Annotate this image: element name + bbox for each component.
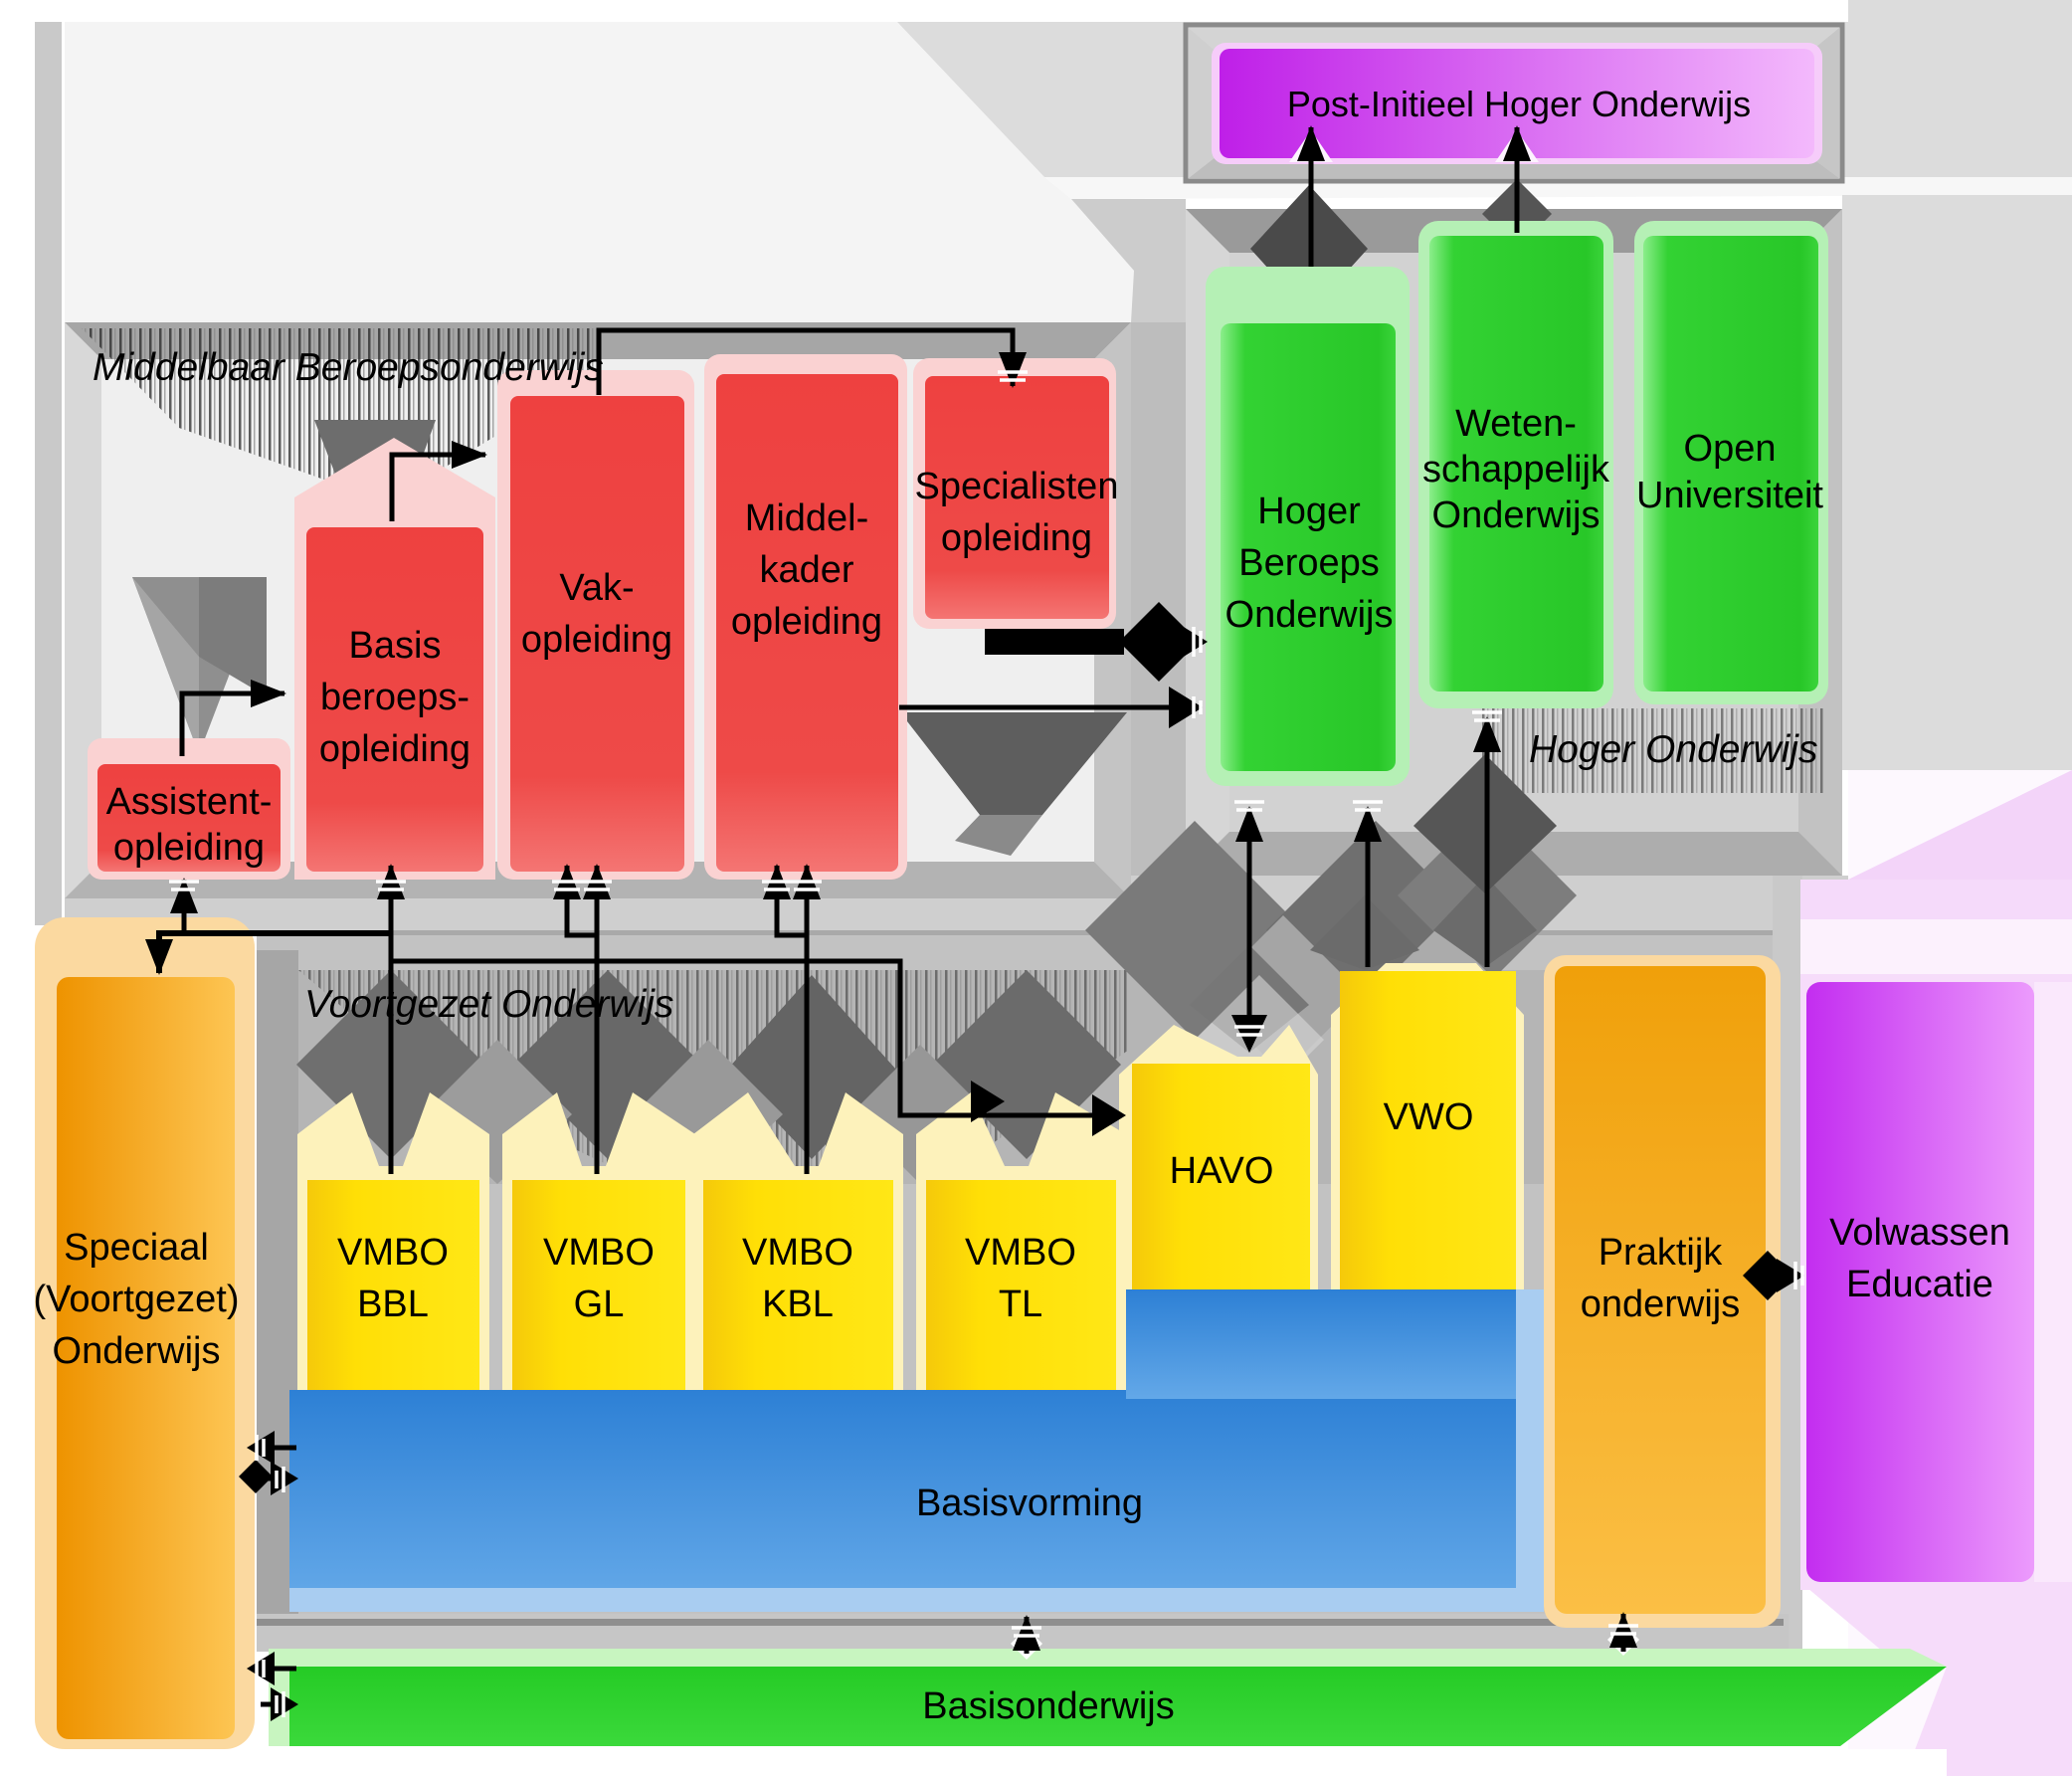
svg-text:GL: GL [574,1283,625,1325]
svg-text:opleiding: opleiding [521,619,672,661]
svg-text:Basisvorming: Basisvorming [916,1482,1143,1524]
svg-text:VMBO: VMBO [337,1232,449,1274]
svg-text:Vak-: Vak- [559,567,634,609]
svg-text:Basis: Basis [349,625,442,667]
svg-text:Praktijk: Praktijk [1599,1232,1724,1274]
svg-text:Beroeps: Beroeps [1238,542,1380,584]
svg-text:TL: TL [999,1283,1042,1325]
svg-text:Onderwijs: Onderwijs [53,1330,221,1372]
svg-text:VWO: VWO [1384,1096,1474,1138]
svg-text:Basisonderwijs: Basisonderwijs [922,1685,1174,1727]
svg-text:onderwijs: onderwijs [1581,1283,1741,1325]
svg-text:Onderwijs: Onderwijs [1225,594,1394,636]
svg-text:Post-Initieel Hoger Onderwijs: Post-Initieel Hoger Onderwijs [1287,84,1751,124]
svg-text:Open: Open [1684,428,1777,470]
svg-text:Hoger Onderwijs: Hoger Onderwijs [1529,728,1817,771]
svg-text:opleiding: opleiding [113,827,265,869]
svg-text:Hoger: Hoger [1257,491,1361,532]
svg-text:Middelbaar Beroepsonderwijs: Middelbaar Beroepsonderwijs [93,346,604,389]
svg-text:Speciaal: Speciaal [64,1227,209,1269]
svg-text:Universiteit: Universiteit [1636,475,1823,516]
svg-text:schappelijk: schappelijk [1422,449,1610,491]
svg-text:opleiding: opleiding [319,728,471,770]
svg-text:opleiding: opleiding [731,601,882,643]
svg-text:Specialisten: Specialisten [915,466,1119,507]
svg-text:VMBO: VMBO [742,1232,853,1274]
svg-text:BBL: BBL [357,1283,429,1325]
svg-text:kader: kader [759,549,853,591]
svg-text:opleiding: opleiding [941,517,1092,559]
svg-text:Onderwijs: Onderwijs [1432,494,1601,536]
svg-text:Volwassen: Volwassen [1829,1212,2010,1254]
svg-text:beroeps-: beroeps- [320,677,470,718]
svg-text:VMBO: VMBO [543,1232,655,1274]
svg-text:(Voortgezet): (Voortgezet) [34,1279,240,1320]
svg-text:KBL: KBL [762,1283,834,1325]
svg-text:Educatie: Educatie [1846,1264,1993,1305]
svg-text:Assistent-: Assistent- [106,781,273,823]
svg-text:Middel-: Middel- [745,497,869,539]
svg-text:Voortgezet Onderwijs: Voortgezet Onderwijs [304,983,673,1026]
svg-text:Weten-: Weten- [1455,403,1577,445]
svg-text:VMBO: VMBO [965,1232,1076,1274]
svg-text:HAVO: HAVO [1170,1150,1274,1192]
